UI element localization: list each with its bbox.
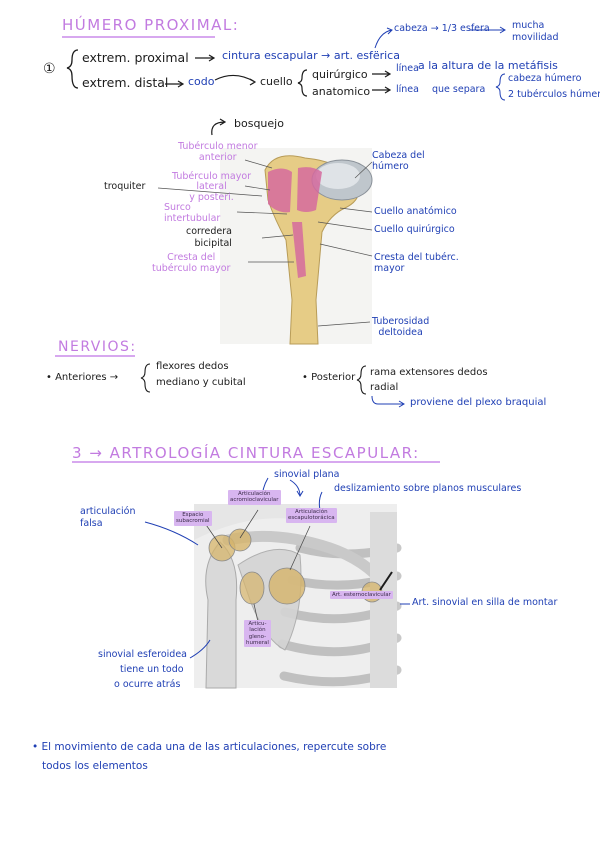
sinovial-esferoidea: sinovial esferoidea xyxy=(98,650,187,660)
deslizamiento: deslizamiento sobre planos musculares xyxy=(334,484,521,494)
art-sinovial-silla: Art. sinovial en silla de montar xyxy=(412,598,557,608)
articulacion-falsa: articulación falsa xyxy=(80,506,136,531)
tag-espacio-subacromial: Espacio subacromial xyxy=(174,511,212,526)
tag-esternoclavicular: Art. esternoclavicular xyxy=(330,591,393,599)
tag-glenohumeral: Articu- lación gleno- humeral xyxy=(244,620,271,647)
tag-escapulotoracica: Articulación escapulotorácica xyxy=(286,508,337,523)
tag-acromioclavicular: Articulación acromioclavicular xyxy=(228,490,281,505)
section3-title: 3 → ARTROLOGÍA CINTURA ESCAPULAR: xyxy=(72,446,420,461)
footer-note: • El movimiento de cada una de las artic… xyxy=(32,738,386,776)
ocurre-atras: o ocurre atrás xyxy=(114,680,180,690)
tiene-todo: tiene un todo xyxy=(120,665,184,675)
sinovial-plana: sinovial plana xyxy=(274,470,340,480)
